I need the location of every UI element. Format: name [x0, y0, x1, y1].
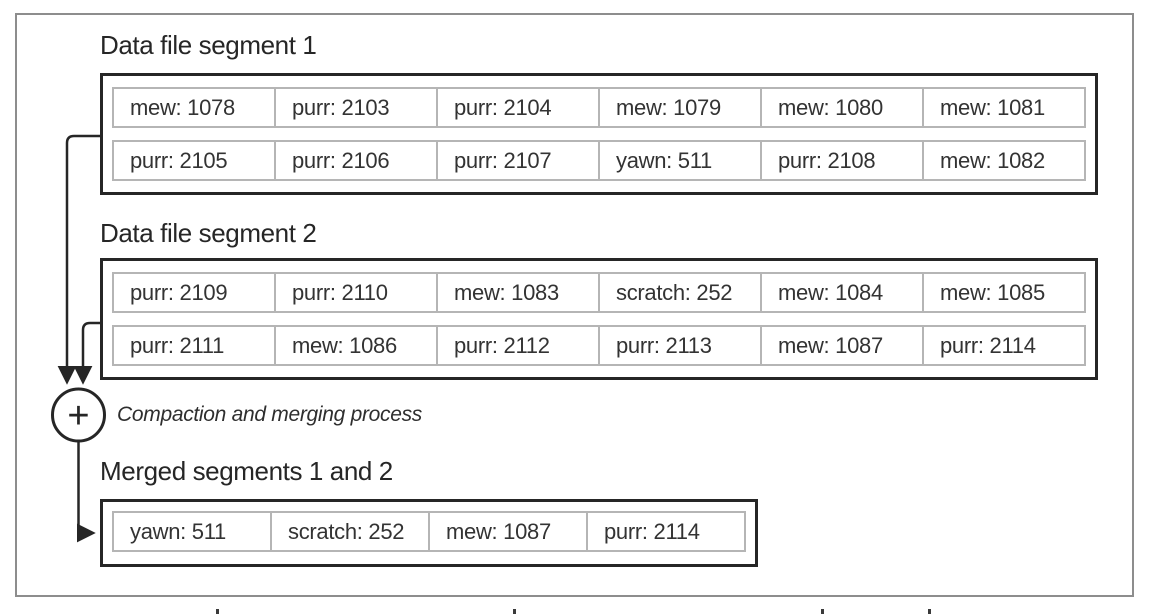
record-cell: mew: 1085	[922, 272, 1086, 313]
record-cell: mew: 1080	[760, 87, 924, 128]
record-cell: scratch: 252	[270, 511, 430, 552]
record-cell: mew: 1087	[760, 325, 924, 366]
merged-row: yawn: 511 scratch: 252 mew: 1087 purr: 2…	[112, 511, 746, 552]
record-cell: mew: 1084	[760, 272, 924, 313]
record-cell: mew: 1083	[436, 272, 600, 313]
record-cell: purr: 2106	[274, 140, 438, 181]
record-cell: purr: 2105	[112, 140, 276, 181]
merged-title: Merged segments 1 and 2	[100, 456, 393, 486]
segment1-row2: purr: 2105 purr: 2106 purr: 2107 yawn: 5…	[112, 140, 1086, 181]
merged-box: yawn: 511 scratch: 252 mew: 1087 purr: 2…	[100, 499, 758, 567]
record-cell: purr: 2110	[274, 272, 438, 313]
segment1-row1: mew: 1078 purr: 2103 purr: 2104 mew: 107…	[112, 87, 1086, 128]
segment2-row2: purr: 2111 mew: 1086 purr: 2112 purr: 21…	[112, 325, 1086, 366]
record-cell: purr: 2107	[436, 140, 600, 181]
record-cell: mew: 1078	[112, 87, 276, 128]
cropped-caption-fragment	[821, 609, 824, 614]
record-cell: purr: 2104	[436, 87, 600, 128]
record-cell: purr: 2109	[112, 272, 276, 313]
record-cell: mew: 1082	[922, 140, 1086, 181]
record-cell: mew: 1087	[428, 511, 588, 552]
record-cell: purr: 2103	[274, 87, 438, 128]
cropped-caption-fragment	[928, 609, 931, 614]
cropped-caption-fragment	[513, 609, 516, 614]
record-cell: yawn: 511	[598, 140, 762, 181]
record-cell: purr: 2113	[598, 325, 762, 366]
record-cell: purr: 2111	[112, 325, 276, 366]
merge-process-label: Compaction and merging process	[117, 403, 422, 426]
segment1-title: Data file segment 1	[100, 30, 317, 60]
record-cell: yawn: 511	[112, 511, 272, 552]
record-cell: mew: 1079	[598, 87, 762, 128]
record-cell: purr: 2114	[922, 325, 1086, 366]
record-cell: purr: 2112	[436, 325, 600, 366]
cropped-caption-fragment	[216, 609, 219, 614]
record-cell: purr: 2114	[586, 511, 746, 552]
segment1-box: mew: 1078 purr: 2103 purr: 2104 mew: 107…	[100, 73, 1098, 195]
record-cell: mew: 1086	[274, 325, 438, 366]
segment2-title: Data file segment 2	[100, 218, 317, 248]
segment2-row1: purr: 2109 purr: 2110 mew: 1083 scratch:…	[112, 272, 1086, 313]
segment2-box: purr: 2109 purr: 2110 mew: 1083 scratch:…	[100, 258, 1098, 380]
record-cell: purr: 2108	[760, 140, 924, 181]
record-cell: scratch: 252	[598, 272, 762, 313]
record-cell: mew: 1081	[922, 87, 1086, 128]
